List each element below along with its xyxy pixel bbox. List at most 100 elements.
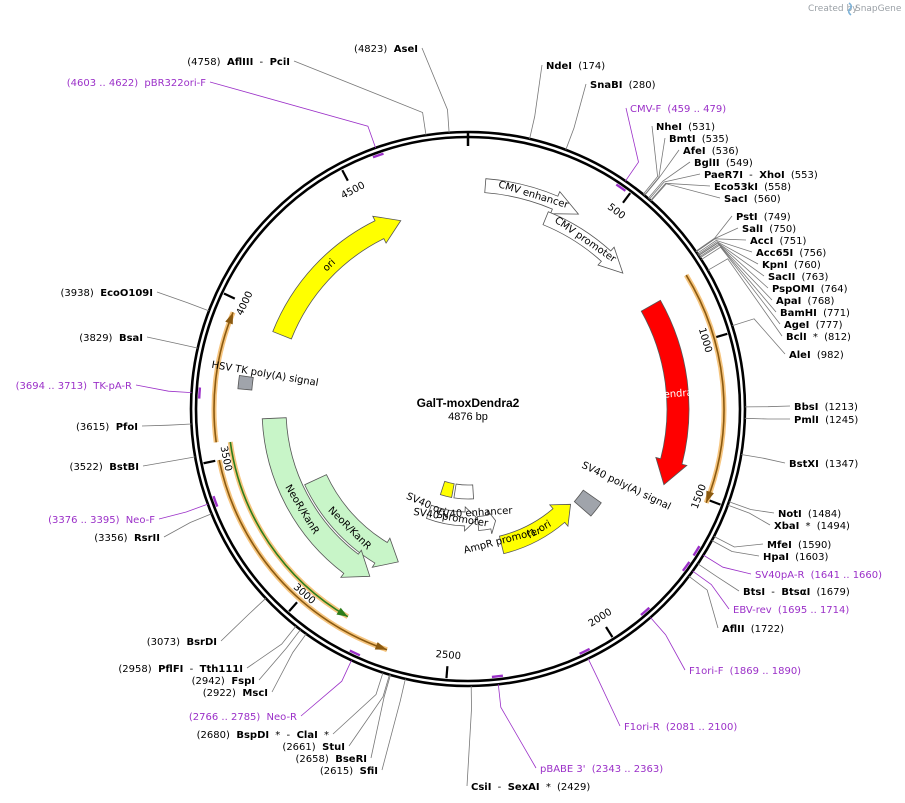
enzyme-name: ApaI (776, 296, 801, 307)
site-afei: AfeI (536) (683, 146, 739, 157)
tick-label: 4000 (235, 290, 256, 318)
site-coordinate: (763) (798, 272, 828, 283)
leader-line (744, 405, 791, 408)
site-separator: - (186, 664, 193, 675)
site-bstbi: (3522) BstBI (70, 462, 139, 473)
site-bcli: BclI * (812) (786, 332, 851, 343)
site-coordinate: (777) (812, 320, 842, 331)
leader-line (698, 242, 769, 289)
site-agei: AgeI (777) (784, 320, 843, 331)
site-coordinate: (760) (791, 260, 821, 271)
leader-line (625, 107, 639, 182)
primer-name: CMV-F (630, 104, 661, 115)
site-coordinate: (756) (796, 248, 826, 259)
site-label: KpnI (760) (762, 260, 821, 271)
feature-cmv-enhancer: CMV enhancer (484, 178, 580, 215)
feature-shape (425, 504, 479, 532)
site-label: BtsI - BtsαI (1679) (743, 587, 850, 598)
site-coordinate: (771) (820, 308, 850, 319)
leader-line (701, 246, 781, 325)
site-label: (3356) RsrII (94, 533, 160, 544)
site-coordinate: (1641 .. 1660) (807, 570, 882, 581)
site-psti: PstI (749) (736, 212, 791, 223)
site-label: NheI (531) (656, 122, 715, 133)
leader-line (348, 674, 390, 747)
primer-binding-mark (491, 674, 504, 679)
site-bstxi: BstXI (1347) (789, 459, 858, 470)
site-coordinate: (549) (723, 158, 753, 169)
site-label: Eco53kI (558) (714, 182, 791, 193)
enzyme-name: MfeI (767, 540, 792, 551)
leader-line (703, 554, 752, 575)
site-coordinate: (558) (761, 182, 791, 193)
leader-line (695, 238, 747, 253)
enzyme-name: AseI (390, 44, 418, 55)
leader-line (156, 291, 210, 312)
leader-line (421, 47, 450, 133)
enzyme-name: BstBI (106, 462, 139, 473)
primer-name: Neo-F (123, 515, 156, 526)
enzyme-name: SalI (742, 224, 763, 235)
tick-mark (203, 459, 216, 465)
feature-sv40-enhancer: SV40 enhancer (436, 483, 514, 521)
enzyme-name: AgeI (784, 320, 809, 331)
backbone-outer-strand (189, 130, 747, 688)
site-mfei: MfeI (1590) (767, 540, 831, 551)
site-label: AccI (751) (750, 236, 806, 247)
leader-line (741, 454, 786, 464)
enzyme-name: BclI (786, 332, 807, 343)
feature-hsv-tk-polya: HSV TK poly(A) signal (211, 360, 320, 391)
site-acci: AccI (751) (750, 236, 806, 247)
tick-label: 4500 (339, 180, 367, 202)
primer-binding-mark (198, 387, 202, 399)
enzyme-name: HpaI (763, 552, 789, 563)
primer-binding-mark (579, 647, 591, 655)
site-coordinate: (174) (575, 61, 605, 72)
site-coordinate: (1245) (822, 415, 859, 426)
site-coordinate: (459 .. 479) (664, 104, 726, 115)
site-label: (2658) BseRI (295, 754, 367, 765)
enzyme-name: FspI (228, 676, 255, 687)
plasmid-title: GalT-moxDendra2 4876 bp (417, 396, 520, 423)
site-label: XbaI * (1494) (774, 521, 850, 532)
site-separator: * (272, 730, 280, 741)
site-coordinate: (3522) (70, 462, 103, 473)
site-coordinate: (2942) (192, 676, 225, 687)
site-label: (3522) BstBI (70, 462, 139, 473)
feature-shape (261, 417, 371, 578)
enzyme-name: NdeI (546, 61, 572, 72)
leader-line (565, 83, 587, 150)
site-separator: - (746, 170, 753, 181)
feature-label: HSV TK poly(A) signal (211, 360, 320, 389)
tick-mark (708, 499, 721, 506)
site-eco53ki: Eco53kI (558) (714, 182, 791, 193)
site-label: ApaI (768) (776, 296, 835, 307)
site-afliii-pcii: (4758) AflIII - PciI (187, 57, 290, 68)
site-label: (3829) BsaI (79, 333, 143, 344)
site-coordinate: (1603) (792, 552, 829, 563)
leader-line (644, 149, 680, 196)
site-coordinate: (1695 .. 1714) (775, 605, 850, 616)
site-bglii: BglII (549) (694, 158, 753, 169)
tick-mark (341, 169, 349, 182)
site-coordinate: (3356) (94, 533, 127, 544)
primer-label: pBABE 3' (2343 .. 2363) (540, 764, 663, 775)
site-coordinate: (768) (804, 296, 834, 307)
enzyme-name: AccI (750, 236, 773, 247)
orf-tracks (211, 273, 727, 653)
primer-name: pBABE 3' (540, 764, 586, 775)
orf-line (685, 274, 725, 504)
site-alei: AleI (982) (789, 350, 844, 361)
site-coordinate: (535) (699, 134, 729, 145)
site-separator: - (256, 57, 263, 68)
enzyme-name: AflIII (224, 57, 254, 68)
site-coordinate: (812) (821, 332, 851, 343)
leader-line (728, 501, 775, 514)
enzyme-name: KpnI (762, 260, 788, 271)
primer-neo-r: (2766 .. 2785) Neo-R (189, 712, 297, 723)
primer-marks (198, 152, 701, 679)
tick-mark (288, 601, 298, 612)
site-coordinate: (2615) (320, 766, 353, 777)
leader-line (697, 241, 759, 265)
